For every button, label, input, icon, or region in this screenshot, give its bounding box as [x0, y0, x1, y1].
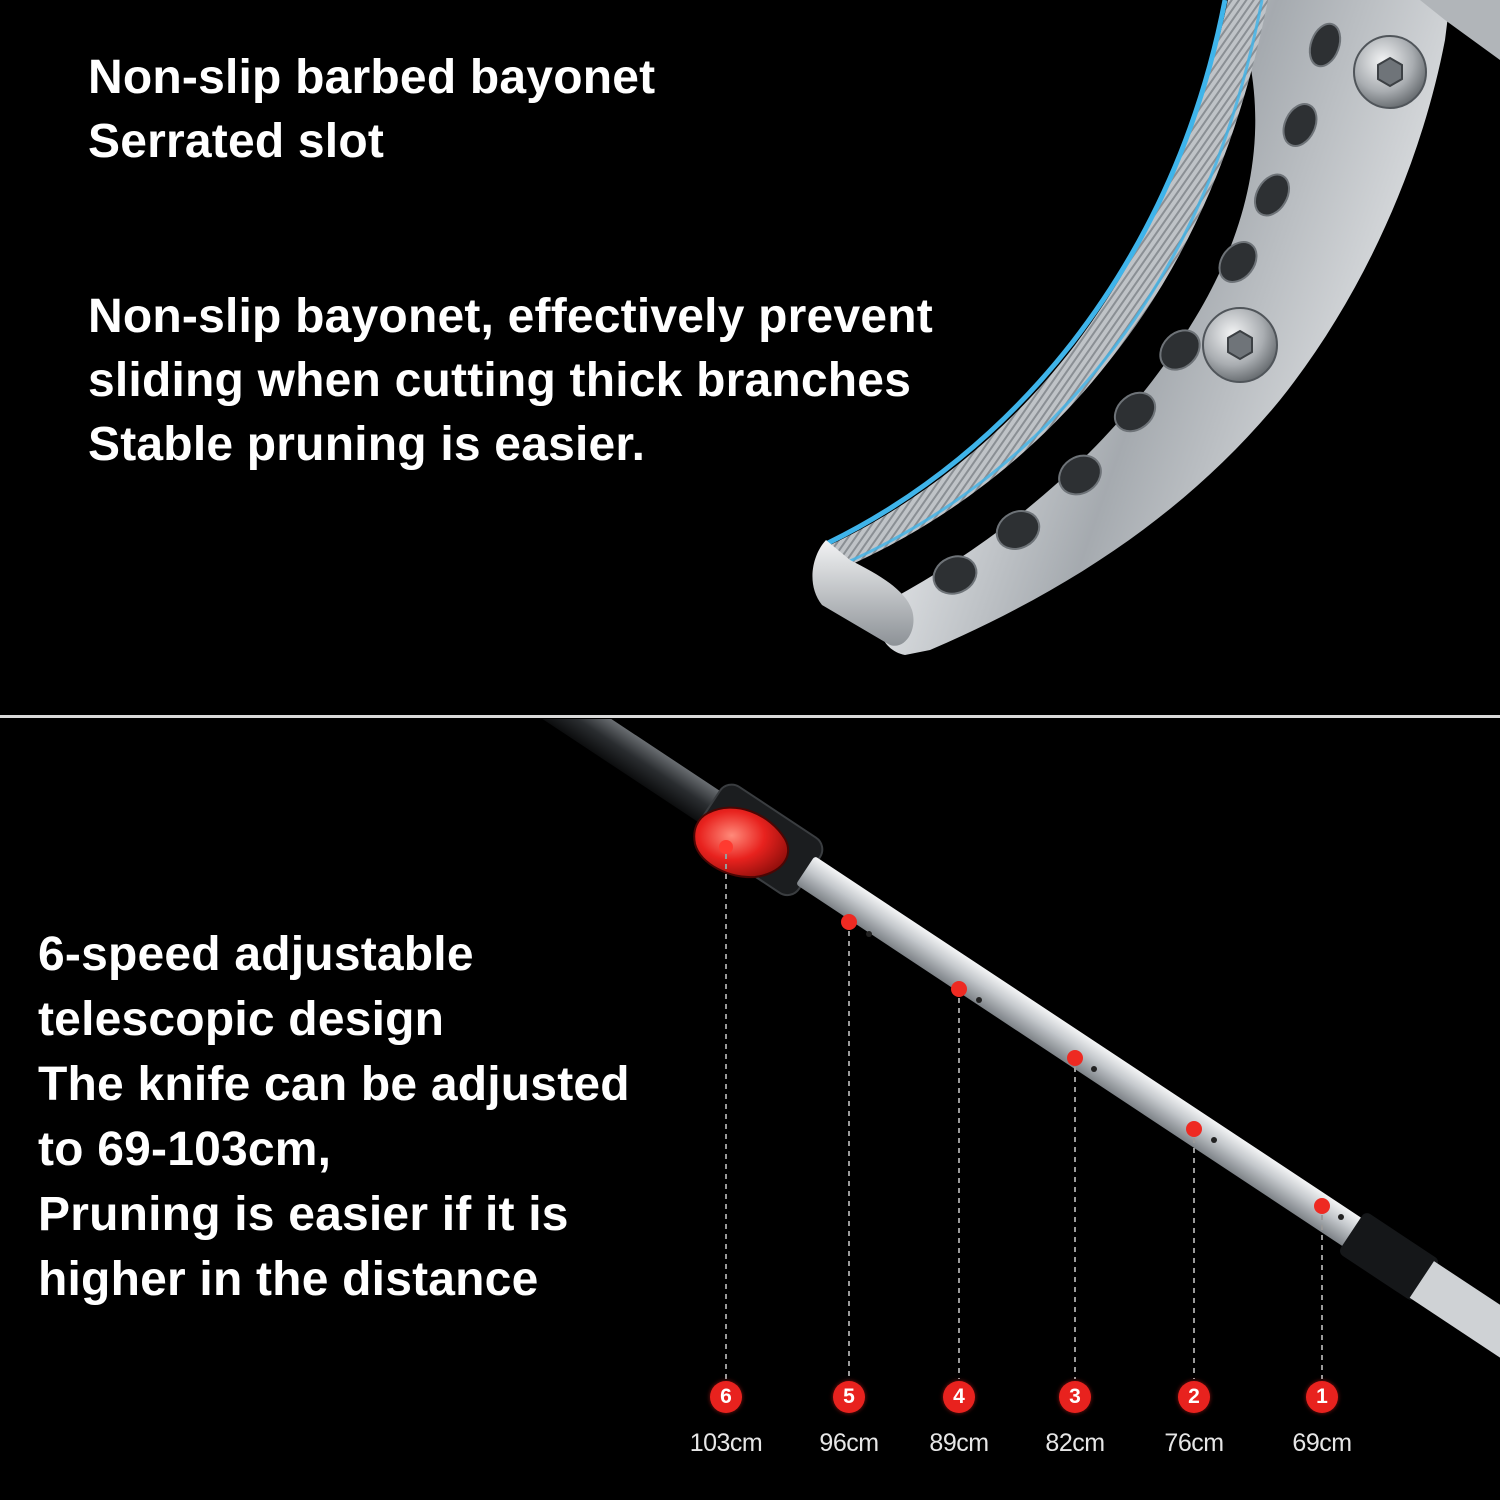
bottom-description-line: telescopic design [38, 993, 445, 1046]
lower-sleeve [1340, 1213, 1439, 1300]
adjustment-holes [841, 914, 1344, 1220]
top-description-line: Stable pruning is easier. [88, 418, 646, 471]
length-marker-6: 6 103cm [666, 1381, 786, 1458]
telescopic-pole-illustration [283, 719, 1500, 1409]
length-marker-2: 2 76cm [1134, 1381, 1254, 1458]
top-heading: Non-slip barbed bayonet Serrated slot [88, 46, 655, 174]
length-marker-3: 3 82cm [1015, 1381, 1135, 1458]
marker-length: 69cm [1292, 1429, 1352, 1457]
screw-upper [1353, 35, 1427, 109]
marker-length: 103cm [689, 1429, 763, 1457]
marker-length: 89cm [929, 1429, 989, 1457]
top-description-line: Non-slip bayonet, effectively prevent [88, 290, 933, 343]
blade-tip [812, 540, 914, 646]
blade-body [879, 0, 1450, 655]
marker-number: 4 [943, 1381, 975, 1413]
screw-lower [1202, 307, 1278, 383]
top-panel: Non-slip barbed bayonet Serrated slot No… [0, 0, 1500, 716]
bottom-description-line: higher in the distance [38, 1253, 539, 1306]
marker-number: 1 [1306, 1381, 1338, 1413]
upper-pole [283, 719, 736, 833]
blade-illustration [812, 0, 1500, 655]
top-heading-line: Serrated slot [88, 115, 385, 168]
marker-number: 6 [710, 1381, 742, 1413]
length-marker-1: 1 69cm [1262, 1381, 1382, 1458]
blue-highlight-edge [826, 0, 1228, 546]
bottom-description: 6-speed adjustable telescopic design The… [38, 922, 630, 1312]
release-button [693, 806, 790, 879]
length-marker-4: 4 89cm [899, 1381, 1019, 1458]
top-description: Non-slip bayonet, effectively prevent sl… [88, 285, 933, 477]
marker-number: 2 [1178, 1381, 1210, 1413]
marker-number: 3 [1059, 1381, 1091, 1413]
bottom-description-line: to 69-103cm, [38, 1123, 332, 1176]
blade-holes [932, 22, 1342, 595]
bottom-description-line: The knife can be adjusted [38, 1058, 630, 1111]
marker-length: 82cm [1045, 1429, 1105, 1457]
length-marker-5: 5 96cm [789, 1381, 909, 1458]
serrated-slot [830, 0, 1268, 565]
bottom-description-line: Pruning is easier if it is [38, 1188, 569, 1241]
inner-tube [797, 857, 1414, 1281]
guide-lines [725, 854, 1323, 1379]
top-heading-line: Non-slip barbed bayonet [88, 51, 656, 104]
top-description-line: sliding when cutting thick branches [88, 354, 912, 407]
marker-length: 76cm [1164, 1429, 1224, 1457]
marker-number: 5 [833, 1381, 865, 1413]
section-divider [0, 715, 1500, 718]
bottom-description-line: 6-speed adjustable [38, 928, 474, 981]
bottom-panel: 6-speed adjustable telescopic design The… [0, 719, 1500, 1500]
marker-length: 96cm [819, 1429, 879, 1457]
